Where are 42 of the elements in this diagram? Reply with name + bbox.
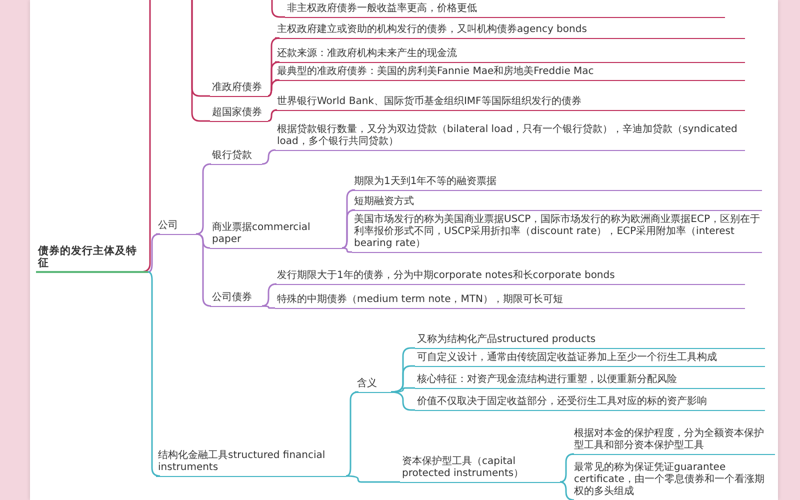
branch-line — [148, 233, 161, 273]
branch-line — [342, 247, 352, 253]
topic-text: 根据贷款银行数量，又分为双边贷款（bilateral load，只有一个银行贷款），辛迪加贷款（syndicated load，多个银行共同贷款） — [275, 124, 745, 151]
branch-line — [346, 475, 400, 483]
topic-text: 准政府债券 — [210, 82, 268, 97]
topic-text: 发行期限大于1年的债券，分为中期corporate notes和长corporate bonds — [275, 270, 745, 285]
branch-line — [560, 481, 575, 500]
topic-text: 特殊的中期债券（medium term note，MTN），期限可长可短 — [275, 294, 745, 309]
topic-text: 期限为1天到1年不等的融资票据 — [352, 176, 762, 191]
topic-text: 最常见的称为保证凭证guarantee certificate，由一个零息债券和一个看涨期权的多头组成 — [572, 462, 775, 500]
topic-text: 主权政府建立或资助的机构发行的债券，又叫机构债券agency bonds — [275, 24, 745, 39]
topic-text: 银行贷款 — [210, 150, 262, 165]
branch-line — [268, 79, 280, 97]
root-topic: 债券的发行主体及特征 — [36, 245, 148, 273]
topic-text: 非主权政府债券一般收益率更高，价格更低 — [285, 3, 725, 18]
topic-text: 公司债券 — [210, 292, 262, 307]
topic-text: 美国市场发行的称为美国商业票据USCP，国际市场发行的称为欧洲商业票据ECP，区别在于利率报价形式不同，USCP采用折扣率（discount rate），ECP采用附加率（interest bearing rate） — [352, 214, 762, 253]
topic-text: 价值不仅取决于固定收益部分，还受衍生工具对应的标的资产影响 — [415, 396, 765, 411]
topic-text: 根据对本金的保护程度，分为全额资本保护型工具和部分资本保护型工具 — [572, 428, 775, 455]
topic-text: 公司 — [156, 220, 196, 235]
topic-text: 最典型的准政府债券：美国的房利美Fannie Mae和房地美Freddie Mac — [275, 66, 745, 81]
branch-line — [560, 453, 575, 483]
topic-text: 短期融资方式 — [352, 196, 762, 211]
branch-line — [268, 109, 278, 122]
branch-line — [391, 387, 415, 393]
topic-text: 可自定义设计，通常由传统固定收益证券加上至少一个衍生工具构成 — [415, 352, 765, 367]
branch-line — [191, 0, 210, 122]
branch-line — [271, 0, 285, 18]
topic-text: 商业票据commercial paper — [210, 222, 342, 249]
topic-text: 又称为结构化产品structured products — [415, 334, 765, 349]
branch-line — [262, 305, 275, 309]
topic-text: 核心特征：对资产现金流结构进行重塑，以便重新分配风险 — [415, 374, 765, 389]
topic-text: 资本保护型工具（capital protected instruments） — [400, 456, 560, 483]
branch-line — [342, 209, 356, 249]
topic-text: 含义 — [355, 378, 391, 393]
branch-line — [390, 391, 415, 411]
topic-text: 超国家债券 — [210, 107, 268, 122]
topic-text: 结构化金融工具structured financial instruments — [156, 450, 346, 477]
branch-line — [262, 283, 278, 307]
topic-text: 还款来源：准政府机构未来产生的现金流 — [275, 48, 745, 63]
topic-text: 世界银行World Bank、国际货币基金组织IMF等国际组织发行的债券 — [275, 96, 745, 111]
branch-line — [262, 149, 276, 165]
